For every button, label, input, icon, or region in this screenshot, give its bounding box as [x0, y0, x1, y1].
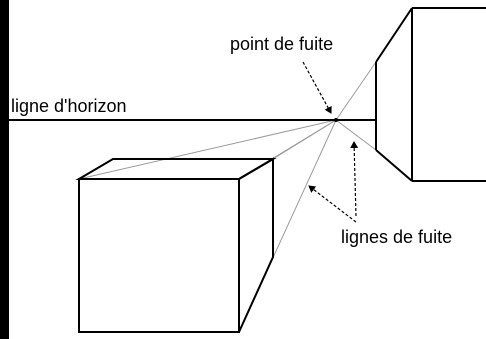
right-cube — [375, 7, 486, 182]
arrow-to-left-vanishing-line — [308, 185, 357, 223]
left-cube-side-face — [238, 157, 274, 333]
vanishing-point-marker — [334, 118, 338, 122]
vanishing-line-top-left — [78, 119, 337, 180]
arrow-to-vanishing-point — [302, 61, 332, 114]
left-cube — [75, 157, 277, 333]
vanishing-point-label: point de fuite — [230, 34, 333, 54]
vanishing-line-right-bottom — [335, 119, 377, 151]
annotation-arrows — [302, 61, 359, 223]
left-cube-front-face — [78, 178, 240, 333]
vanishing-line-top-back — [272, 119, 337, 160]
left-border — [0, 0, 9, 339]
right-cube-top-edge — [375, 7, 413, 63]
vanishing-line-right-top — [335, 61, 377, 121]
right-cube-bottom-edge — [375, 149, 413, 182]
horizon-line-label: ligne d'horizon — [11, 96, 127, 116]
arrow-to-right-vanishing-line — [350, 141, 359, 217]
vanishing-lines-label: lignes de fuite — [341, 227, 452, 247]
